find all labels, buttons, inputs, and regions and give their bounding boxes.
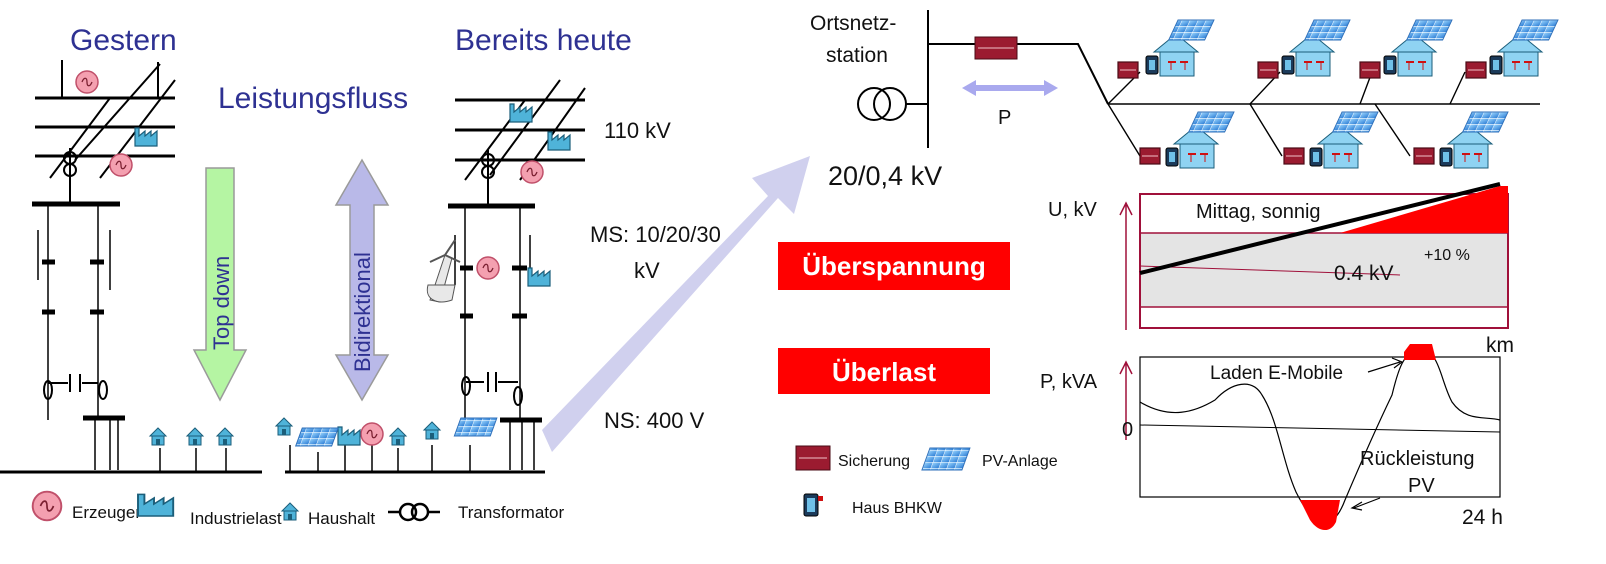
wind-turbine-icon [426, 239, 461, 303]
title-today: Bereits heute [455, 24, 632, 57]
fuse-icon [1257, 61, 1279, 79]
fuse-icon [1139, 147, 1161, 165]
label-ms-line2: kV [634, 258, 660, 283]
badge-overvoltage [778, 242, 1010, 290]
house-icon [216, 427, 234, 446]
factory-icon [527, 267, 551, 287]
label-ms-line1: MS: 10/20/30 [590, 222, 721, 247]
fuse-icon [1359, 61, 1381, 79]
pv-panel-icon [453, 417, 498, 437]
voltage-xlabel: km [1486, 334, 1514, 357]
zero-line [1139, 424, 1501, 433]
voltage-ylabel: U, kV [1048, 199, 1098, 221]
legend-chp: Haus BHKW [852, 500, 943, 517]
pv-house-icon [1309, 111, 1379, 169]
fuse-icon [1465, 61, 1487, 79]
pv-label-line2: PV [1408, 475, 1435, 497]
title-yesterday: Gestern [70, 24, 177, 57]
power-y-axis [1119, 360, 1133, 440]
big-transition-arrow [542, 156, 810, 452]
label-ns: NS: 400 V [604, 408, 705, 433]
power-profile-line [1139, 349, 1501, 523]
noon-label: Mittag, sonnig [1196, 201, 1321, 223]
voltage-profile-line [1139, 182, 1501, 275]
legend-right: Sicherung PV-Anlage Haus BHKW [795, 445, 1058, 517]
chp-house-icon [803, 493, 823, 517]
pv-house-icon [1281, 19, 1351, 77]
power-ylabel: P, kVA [1040, 371, 1098, 393]
pv-house-icon [1489, 19, 1559, 77]
voltage-band [1141, 233, 1507, 307]
house-icon [186, 427, 204, 446]
legend-transformer: Transformator [458, 503, 564, 522]
grid-yesterday [0, 60, 262, 474]
station-transformer-icon [857, 10, 1109, 148]
fuse-icon [795, 445, 831, 471]
pv-house-icon [1439, 111, 1509, 169]
powerflow-label: Leistungsfluss [218, 82, 408, 115]
house-icon [389, 427, 407, 446]
badge-overload-text: Überlast [832, 357, 936, 387]
arrow-bidirectional: Bidirektional [334, 158, 390, 402]
pv-house-icon [1145, 19, 1215, 77]
legend-fuse: Sicherung [838, 453, 910, 470]
legend-pv: PV-Anlage [982, 453, 1058, 470]
generator-icon [109, 153, 133, 177]
legend-industrial: Industrielast [190, 509, 282, 528]
pv-backfeed-area [1300, 500, 1340, 531]
factory-icon [547, 131, 571, 151]
house-icon [149, 427, 167, 446]
badge-overload [778, 348, 990, 394]
zero-label: 0 [1122, 419, 1133, 441]
power-chart: P, kVA 0 Laden E-Mobile Rückleistung PV … [1040, 344, 1503, 531]
generator-icon [476, 256, 500, 280]
house-icon [281, 502, 299, 521]
pv-label-line1: Rückleistung [1360, 448, 1475, 470]
factory-icon [337, 426, 361, 446]
station-label-line2: station [826, 44, 888, 67]
tolerance-label: +10 % [1424, 247, 1470, 264]
station-label-line1: Ortsnetz- [810, 12, 896, 35]
factory-icon [134, 127, 158, 147]
power-label: P [998, 107, 1011, 129]
legend-generator: Erzeuger [72, 503, 141, 522]
nominal-voltage-label: 0.4 kV [1334, 262, 1394, 285]
arrow-topdown: Top down [192, 167, 248, 402]
house-icon [275, 417, 293, 436]
generator-icon [31, 490, 63, 522]
badge-overvoltage-text: Überspannung [802, 251, 985, 281]
label-110kv: 110 kV [604, 118, 671, 143]
pv-panel-icon [921, 447, 971, 471]
voltage-chart: U, kV Mittag, sonnig 0.4 kV +10 % km [1048, 182, 1514, 357]
svg-text:Top down: Top down [209, 256, 234, 350]
factory-icon [137, 493, 175, 517]
generator-icon [75, 70, 99, 94]
power-flow-arrow [962, 80, 1058, 96]
legend-left: Erzeuger Industrielast Haushalt Transfor… [31, 490, 564, 528]
overvoltage-area [1340, 186, 1508, 233]
fuse-icon [1117, 61, 1139, 79]
ev-label: Laden E-Mobile [1210, 363, 1343, 384]
fuse-icon [1413, 147, 1435, 165]
voltage-y-axis [1119, 201, 1133, 330]
generator-icon [360, 422, 384, 446]
power-xlabel: 24 h [1462, 506, 1503, 529]
transformer-rating: 20/0,4 kV [828, 161, 942, 191]
transformer-icon [388, 502, 440, 522]
power-chart-frame [1139, 356, 1501, 498]
pv-house-icon [1383, 19, 1453, 77]
house-icon [423, 421, 441, 440]
svg-text:Bidirektional: Bidirektional [350, 252, 375, 372]
fuse-icon [1283, 147, 1305, 165]
pv-panel-icon [294, 427, 339, 447]
generator-icon [520, 160, 544, 184]
distribution-network [1107, 71, 1540, 157]
ev-peak-area [1404, 344, 1436, 360]
fuse-icon [974, 36, 1018, 60]
legend-household: Haushalt [308, 509, 375, 528]
pv-house-icon [1165, 111, 1235, 169]
